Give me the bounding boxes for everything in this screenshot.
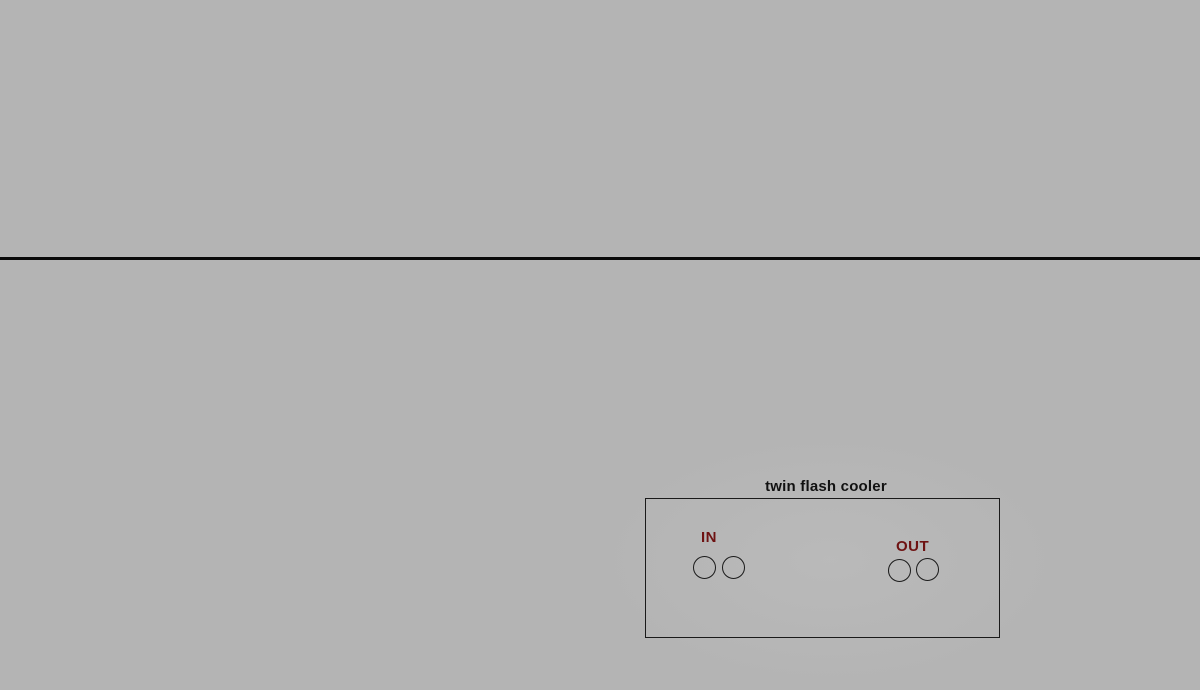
device-title: twin flash cooler [765, 478, 887, 495]
horizontal-divider-line [0, 257, 1200, 260]
inlet-port-right-icon [722, 556, 745, 579]
inlet-label: IN [701, 529, 717, 546]
outlet-port-left-icon [888, 559, 911, 582]
outlet-port-right-icon [916, 558, 939, 581]
outlet-label: OUT [896, 538, 930, 555]
inlet-port-left-icon [693, 556, 716, 579]
